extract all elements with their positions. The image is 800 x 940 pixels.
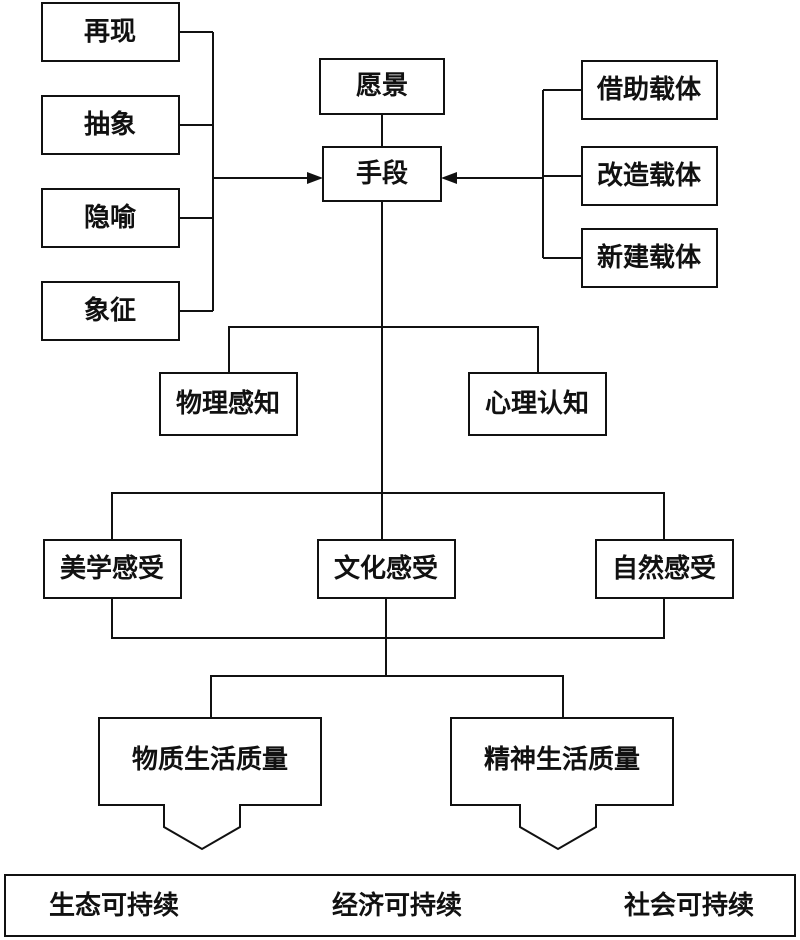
cognition-psychological-label: 心理认知	[485, 389, 589, 419]
sustainability-social-label: 社会可持续	[624, 890, 754, 921]
right-arrowhead-icon	[441, 172, 457, 184]
carrier-newbuild: 新建载体	[581, 228, 718, 288]
cognition-branch	[228, 326, 539, 373]
feeling-cultural: 文化感受	[317, 539, 456, 599]
quality-material-label: 物质生活质量	[132, 745, 288, 775]
quality-branch	[210, 675, 564, 718]
sustainability-economic-label: 经济可持续	[332, 890, 462, 921]
connectors	[111, 31, 665, 718]
vision-label: 愿景	[356, 71, 408, 101]
technique-metaphor-label: 隐喻	[84, 202, 137, 233]
feeling-natural: 自然感受	[595, 539, 734, 599]
technique-abstract-label: 抽象	[84, 109, 136, 140]
carrier-borrow: 借助载体	[581, 60, 718, 120]
quality-spiritual-arrow-icon	[450, 717, 674, 851]
carrier-transform-label: 改造载体	[597, 160, 702, 191]
cognition-physical: 物理感知	[159, 372, 298, 436]
technique-reproduce: 再现	[41, 2, 180, 62]
cognition-psychological: 心理认知	[468, 372, 607, 436]
feeling-aesthetic: 美学感受	[43, 539, 182, 599]
sustainability-ecological-label: 生态可持续	[49, 890, 179, 921]
technique-symbol-label: 象征	[84, 295, 136, 326]
left-arrowhead-icon	[307, 172, 323, 184]
carrier-transform: 改造载体	[581, 146, 718, 206]
feeling-natural-label: 自然感受	[612, 553, 716, 584]
technique-abstract: 抽象	[41, 95, 180, 155]
means-box: 手段	[322, 146, 442, 202]
quality-material: 物质生活质量	[98, 717, 322, 851]
technique-symbol: 象征	[41, 281, 180, 341]
technique-metaphor: 隐喻	[41, 188, 180, 248]
means-label: 手段	[356, 158, 408, 189]
feeling-cultural-label: 文化感受	[334, 553, 438, 584]
vision-box: 愿景	[319, 58, 445, 115]
feeling-aesthetic-label: 美学感受	[60, 553, 164, 584]
carrier-newbuild-label: 新建载体	[597, 242, 702, 273]
feelings-branch-bottom	[111, 598, 665, 639]
technique-reproduce-label: 再现	[84, 17, 136, 47]
sustainability-box: 生态可持续 经济可持续 社会可持续	[4, 874, 796, 937]
quality-spiritual: 精神生活质量	[450, 717, 674, 851]
cognition-physical-label: 物理感知	[176, 389, 280, 419]
carrier-borrow-label: 借助载体	[596, 75, 702, 105]
quality-material-arrow-icon	[98, 717, 322, 851]
quality-spiritual-label: 精神生活质量	[484, 745, 640, 775]
feelings-branch-top	[111, 492, 665, 540]
